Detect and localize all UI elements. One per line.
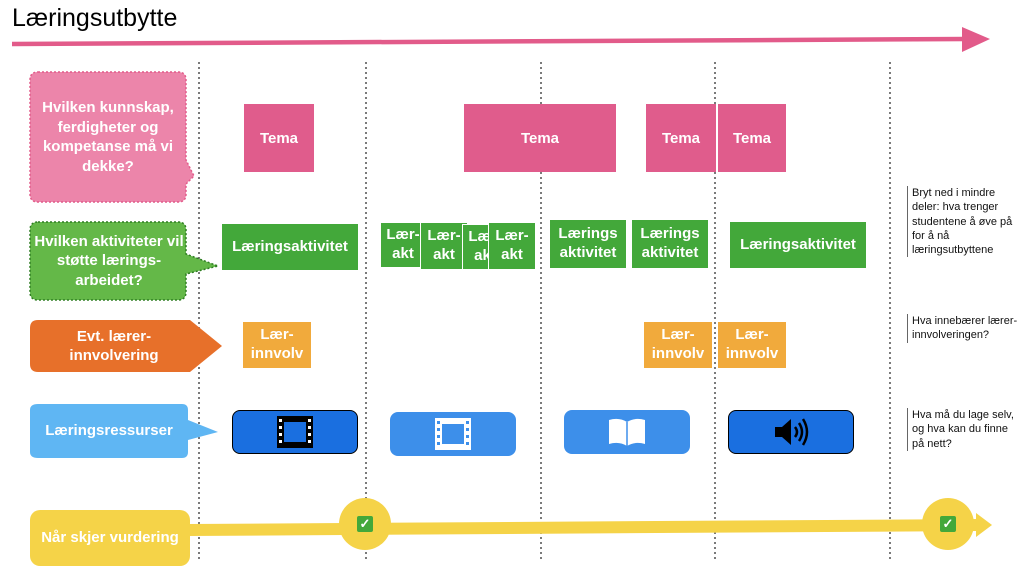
aktivitet-note: Bryt ned i mindre deler: hva trenger stu… — [907, 186, 1019, 258]
larer-box: Lær-innvolv — [243, 322, 311, 368]
aktivitet-box: Lærings aktivitet — [632, 220, 708, 268]
aktivitet-question-bubble — [29, 221, 221, 301]
assessment-timeline — [30, 498, 992, 566]
film-resource — [390, 412, 516, 456]
ressurs-label-bubble — [30, 404, 218, 458]
tema-question-bubble — [29, 71, 195, 203]
speaker-icon — [775, 418, 809, 446]
aktivitet-box: Læringsaktivitet — [730, 222, 866, 268]
page-title: Læringsutbytte — [12, 4, 178, 32]
film-icon — [435, 418, 471, 450]
larer-box: Lær-innvolv — [644, 322, 712, 368]
column-separators — [198, 62, 891, 560]
larer-note: Hva innebærer lærer-innvolveringen? — [907, 314, 1019, 343]
larer-row-label: Evt. lærer-innvolvering — [69, 327, 159, 365]
book-icon — [609, 418, 645, 446]
ressurs-row-label: Læringsressurser — [45, 422, 173, 440]
aktivitet-box: Lær-akt — [380, 222, 426, 268]
tema-box: Tema — [718, 104, 786, 172]
ressurs-note: Hva må du lage selv, og hva kan du finne… — [907, 408, 1019, 451]
tema-box: Tema — [646, 104, 716, 172]
aktivitet-box: Lærings aktivitet — [550, 220, 626, 268]
audio-resource — [728, 410, 854, 454]
vurdering-row-label: Når skjer vurdering — [41, 529, 179, 547]
book-resource — [564, 410, 690, 454]
aktivitet-question-label: Hvilken aktiviteter vil støtte lærings-a… — [34, 232, 184, 289]
checkmark-icon: ✓ — [357, 516, 373, 532]
film-resource — [232, 410, 358, 454]
aktivitet-box: Lær-akt — [488, 222, 536, 270]
checkmark-icon: ✓ — [940, 516, 956, 532]
film-icon — [277, 416, 313, 448]
larer-label-arrow — [30, 320, 222, 372]
aktivitet-box: Læringsaktivitet — [222, 224, 358, 270]
aktivitet-box: Lær-akt — [420, 222, 468, 270]
tema-question-label: Hvilken kunnskap, ferdigheter og kompeta… — [42, 99, 174, 175]
learning-outcome-arrow — [11, 27, 990, 52]
tema-box: Tema — [244, 104, 314, 172]
tema-box: Tema — [464, 104, 616, 172]
larer-box: Lær-innvolv — [718, 322, 786, 368]
